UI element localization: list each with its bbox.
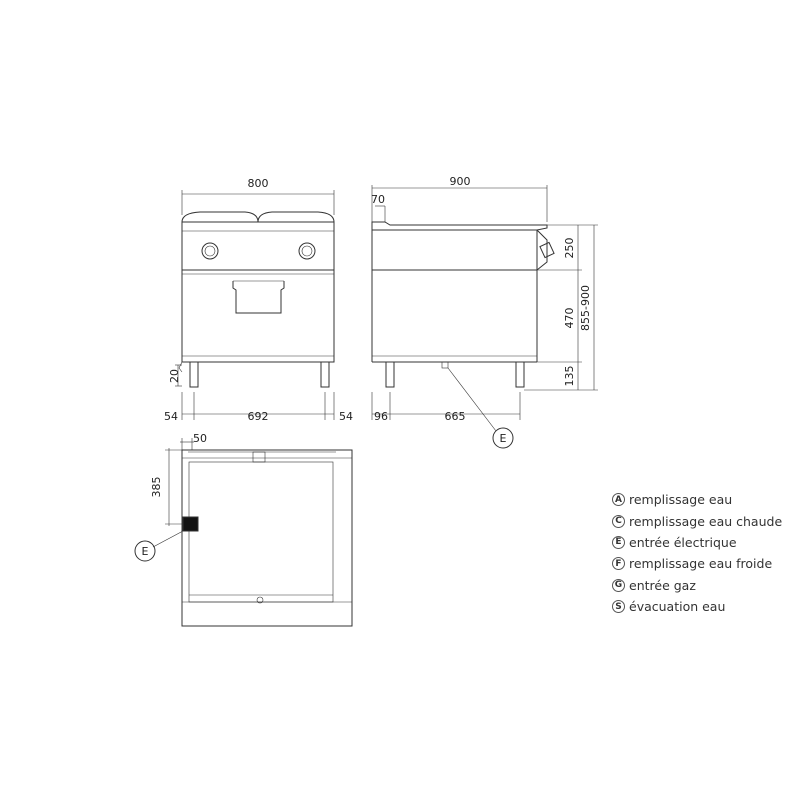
legend-label: remplissage eau froide — [629, 556, 773, 572]
legend-label: remplissage eau — [629, 492, 733, 508]
dim-side-total-height: 855-900 — [579, 285, 592, 331]
legend: A remplissage eau C remplissage eau chau… — [612, 489, 782, 617]
dim-side-body-height: 470 — [563, 308, 576, 329]
dim-front-inner: 692 — [248, 410, 269, 423]
legend-label: entrée électrique — [629, 534, 737, 550]
front-view — [175, 190, 335, 420]
top-marker-circle — [134, 540, 156, 562]
legend-marker: S — [612, 600, 625, 614]
dim-side-depth: 900 — [450, 175, 471, 188]
legend-item: C remplissage eau chaude — [612, 510, 782, 531]
legend-item: E entrée électrique — [612, 532, 782, 553]
legend-item: S évacuation eau — [612, 596, 782, 617]
knob-right-icon — [298, 242, 316, 260]
dim-front-width: 800 — [248, 177, 269, 190]
legend-marker: A — [612, 493, 625, 507]
electric-entry-icon — [182, 516, 199, 532]
legend-marker: G — [612, 578, 625, 592]
dim-top-offset-y: 385 — [150, 477, 163, 498]
legend-item: A remplissage eau — [612, 489, 782, 510]
side-marker-label: E — [500, 432, 507, 445]
legend-label: remplissage eau chaude — [629, 513, 783, 529]
drain-icon — [256, 596, 264, 604]
dim-side-drain: 665 — [445, 410, 466, 423]
dim-front-foot: 20 — [168, 369, 181, 383]
dim-front-left: 54 — [164, 410, 178, 423]
dim-side-top-offset: 70 — [371, 193, 385, 206]
dim-side-foot-height: 135 — [563, 366, 576, 387]
dim-top-offset-x: 50 — [193, 432, 207, 445]
legend-label: évacuation eau — [629, 599, 726, 615]
legend-item: F remplissage eau froide — [612, 553, 782, 574]
legend-label: entrée gaz — [629, 577, 696, 593]
legend-item: G entrée gaz — [612, 575, 782, 596]
top-view — [134, 438, 353, 627]
legend-marker: C — [612, 514, 625, 528]
side-marker-circle — [492, 427, 514, 449]
dim-side-top-height: 250 — [563, 238, 576, 259]
dim-front-right: 54 — [339, 410, 353, 423]
side-view — [371, 185, 598, 449]
legend-marker: E — [612, 535, 625, 549]
top-marker-label: E — [142, 545, 149, 558]
knob-left-icon — [201, 242, 219, 260]
legend-marker: F — [612, 557, 625, 571]
side-knob-icon — [539, 241, 555, 259]
dim-side-foot-offset: 96 — [374, 410, 388, 423]
